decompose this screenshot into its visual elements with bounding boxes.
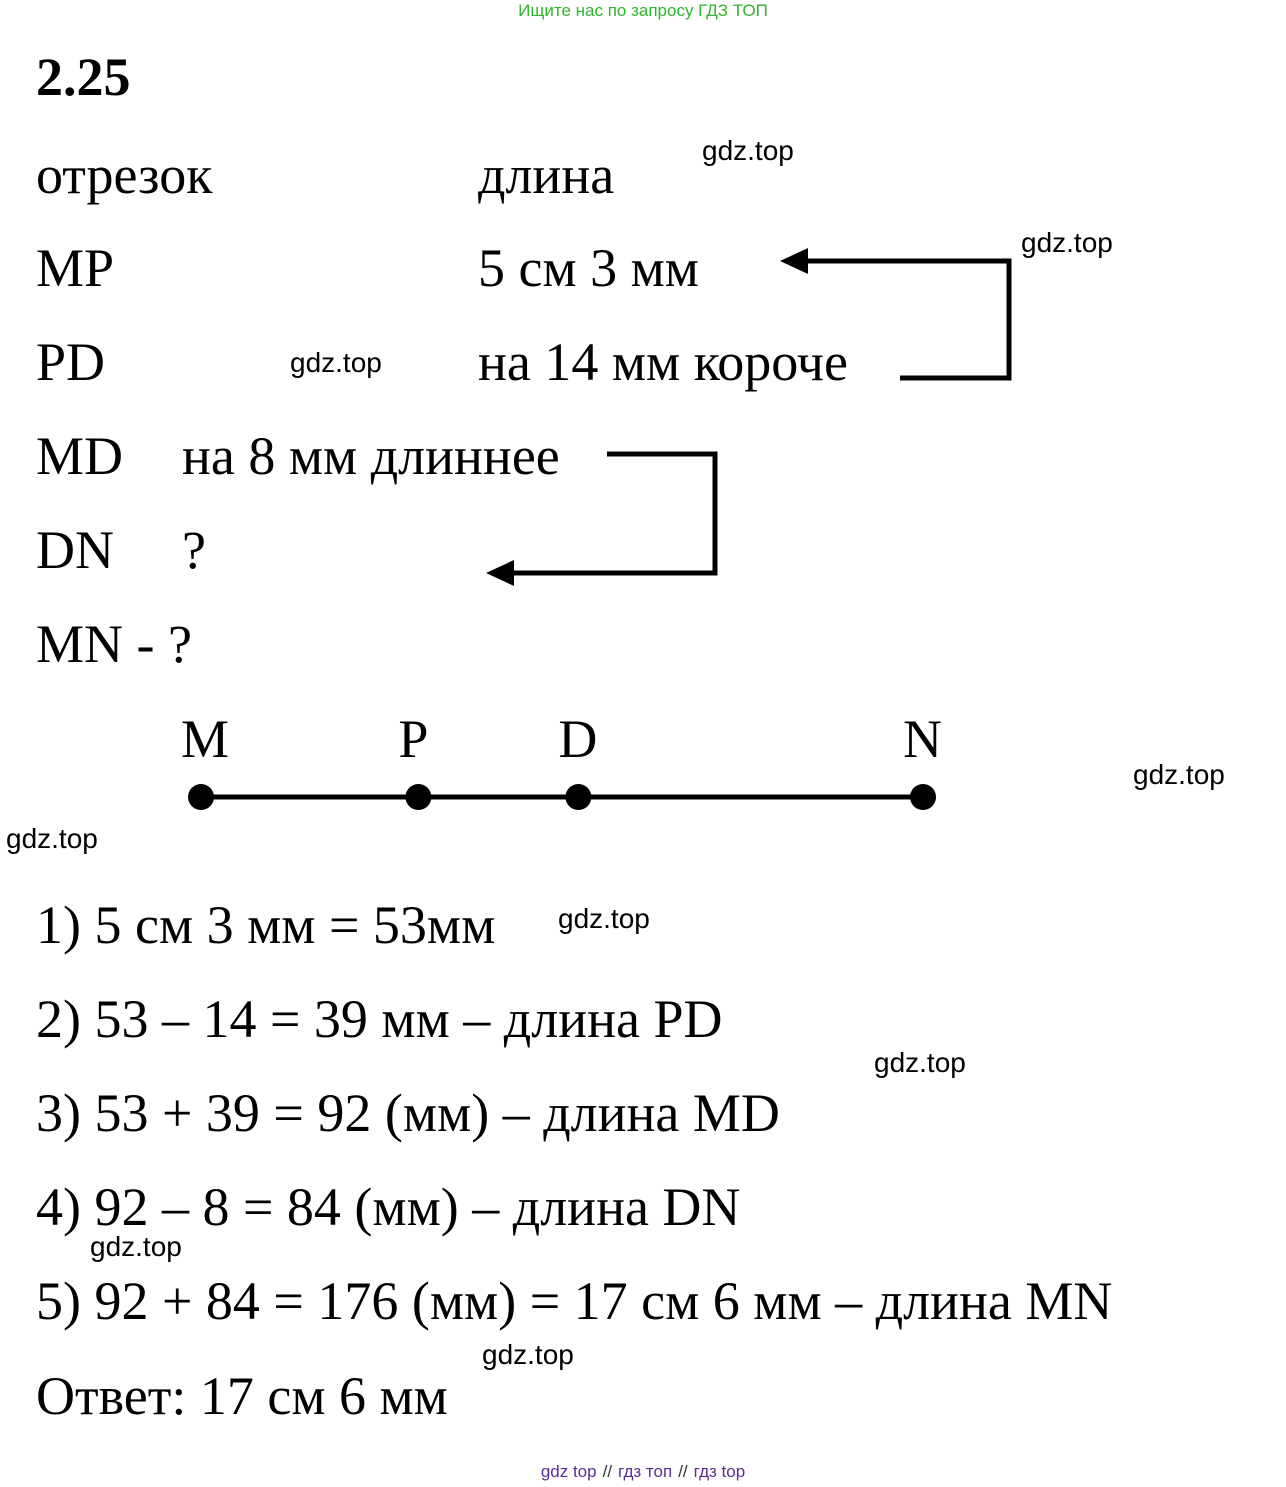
row-segment-mp: MP — [36, 238, 115, 298]
step-3: 3) 53 + 39 = 92 (мм) – длина MD — [36, 1083, 780, 1143]
footer-links: gdz top // гдз топ // гдз top — [0, 1463, 1286, 1480]
arrow-pd-to-mp — [808, 258, 1012, 381]
watermark: gdz.top — [558, 903, 650, 934]
watermark: gdz.top — [1133, 759, 1225, 790]
point-label-m: M — [181, 709, 230, 769]
watermark: gdz.top — [290, 347, 382, 378]
watermark: gdz.top — [482, 1339, 574, 1370]
row-segment-mn: MN - ? — [36, 614, 192, 674]
watermark: gdz.top — [874, 1047, 966, 1078]
step-1: 1) 5 см 3 мм = 53мм — [36, 895, 496, 955]
row-segment-md: MD — [36, 426, 124, 486]
point-d — [565, 784, 592, 810]
header-segment: отрезок — [36, 145, 213, 205]
answer: Ответ: 17 см 6 мм — [36, 1366, 448, 1426]
header-length: длина — [478, 145, 615, 205]
point-n — [910, 784, 936, 810]
footer-separator: // — [678, 1462, 688, 1481]
row-value-pd: на 14 мм короче — [478, 332, 848, 392]
watermark: gdz.top — [6, 823, 98, 854]
footer-link[interactable]: gdz top — [540, 1462, 597, 1481]
watermark: gdz.top — [702, 135, 794, 166]
top-banner: Ищите нас по запросу ГДЗ ТОП — [518, 1, 768, 20]
row-value-md: на 8 мм длиннее — [182, 426, 560, 486]
task-number: 2.25 — [36, 47, 131, 107]
row-segment-pd: PD — [36, 332, 106, 392]
watermark: gdz.top — [90, 1231, 182, 1262]
arrow-head-mp — [780, 248, 808, 274]
arrow-head-dn — [486, 560, 514, 586]
footer-link[interactable]: гдз топ — [618, 1462, 673, 1481]
row-value-dn: ? — [182, 520, 206, 580]
point-label-n: N — [903, 709, 942, 769]
point-p — [405, 784, 432, 810]
point-m — [188, 784, 214, 810]
row-segment-dn: DN — [36, 520, 114, 580]
watermark: gdz.top — [1021, 227, 1113, 258]
footer-link[interactable]: гдз top — [693, 1462, 746, 1481]
row-value-mp: 5 см 3 мм — [478, 238, 699, 298]
arrow-md-to-dn — [514, 451, 718, 576]
point-label-p: P — [398, 709, 429, 769]
point-label-d: D — [558, 709, 598, 769]
footer-separator: // — [602, 1462, 613, 1481]
step-2: 2) 53 – 14 = 39 мм – длина PD — [36, 989, 723, 1049]
step-4: 4) 92 – 8 = 84 (мм) – длина DN — [36, 1177, 741, 1237]
step-5: 5) 92 + 84 = 176 (мм) = 17 см 6 мм – дли… — [36, 1271, 1113, 1331]
